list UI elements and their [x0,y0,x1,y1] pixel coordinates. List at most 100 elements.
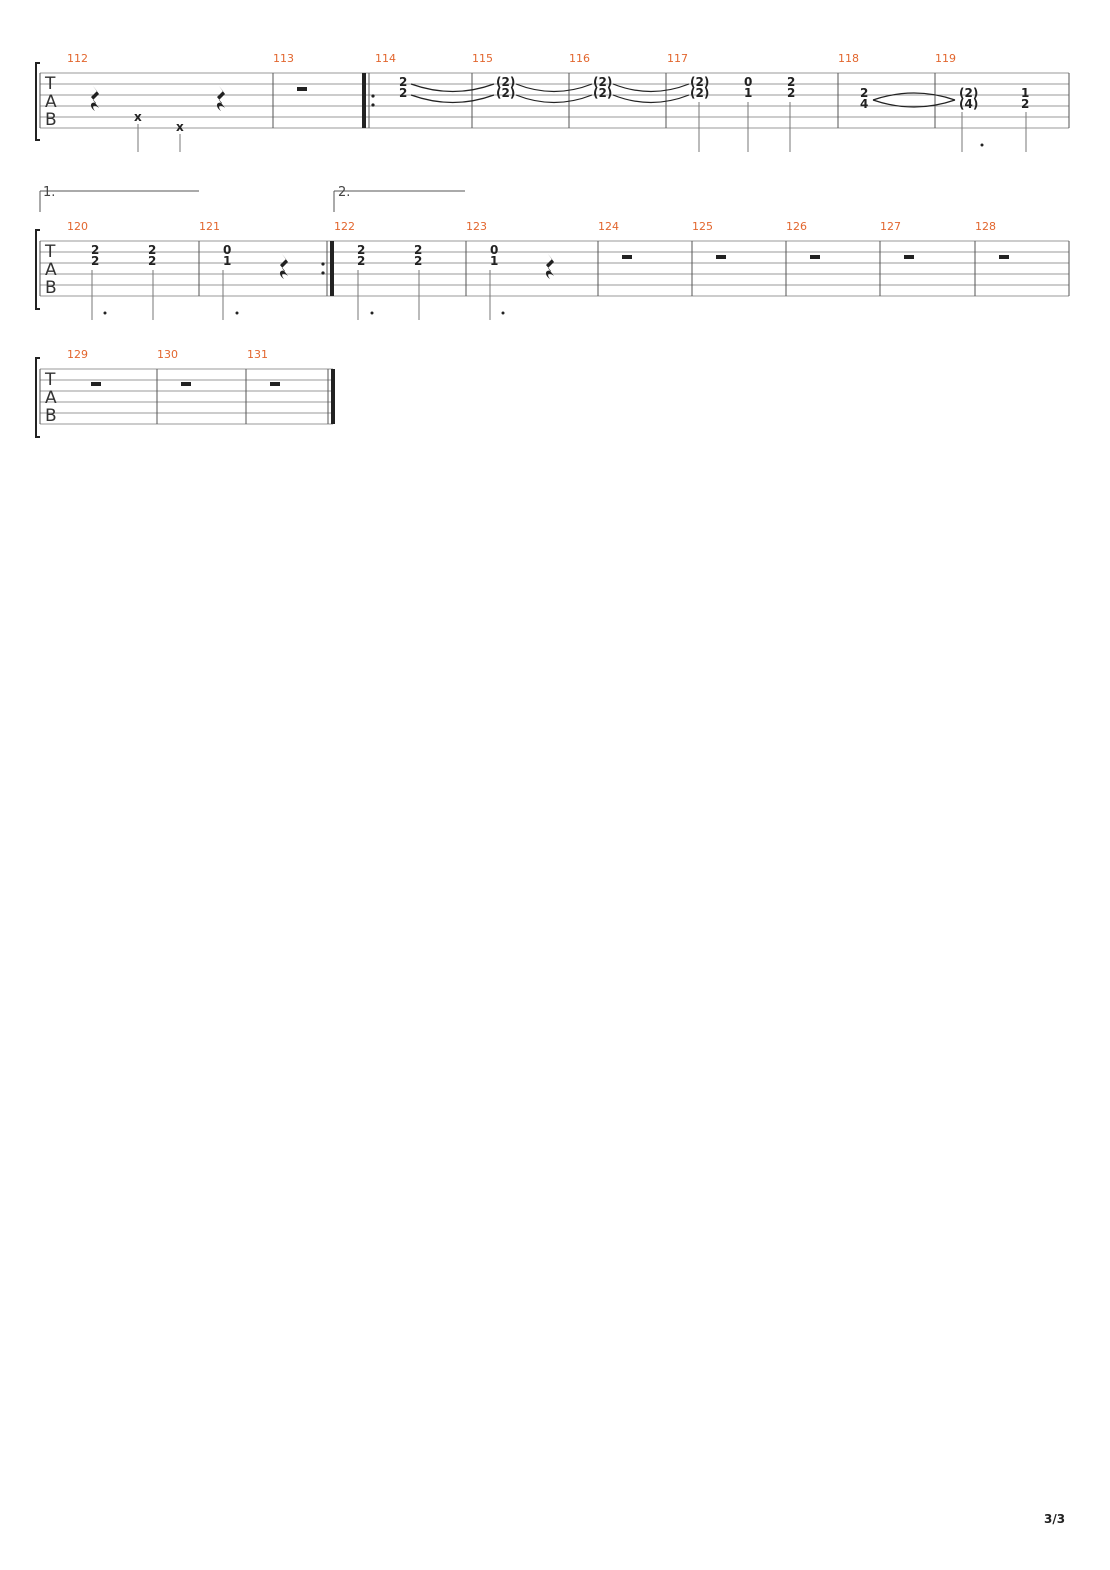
measure-number: 121 [199,220,220,233]
tab-system-1: T A B 112 113 1 1 4 115 116 117 118 119 [35,52,1070,152]
fret-number: 2 [91,254,99,268]
whole-rest [270,382,280,386]
whole-rest [999,255,1009,259]
tab-letter-b: B [45,406,57,426]
fret-number: 1 [490,254,498,268]
tie [410,83,495,93]
fret-number: (2) [593,86,612,100]
fret-number: 2 [1021,97,1029,111]
fret-number: (2) [690,86,709,100]
measure-number: 115 [472,52,493,65]
system-bracket [35,357,40,438]
volta-1: 1. [39,185,199,212]
measure-number: 123 [466,220,487,233]
tab-system-2: 1. 2. T A B [35,185,1070,320]
tab-system-3: T A B 129 130 131 [35,348,335,438]
dot [235,311,239,315]
page-number: 3/3 [1044,1512,1065,1526]
measure-number: 112 [67,52,88,65]
fret-number: 2 [357,243,365,257]
fret-number: 2 [414,254,422,268]
whole-rest [810,255,820,259]
dot [980,143,984,147]
muted-note: x [176,120,184,134]
fret-number: (2) [593,75,612,89]
barlines [39,241,1070,296]
tab-letter-b: B [45,110,57,130]
quarter-rest [279,254,288,279]
staff-lines [40,368,333,425]
system-bracket [35,229,40,310]
fret-number: 2 [787,75,795,89]
measure-number: 129 [67,348,88,361]
whole-rest [91,382,101,386]
ending-label: 2. [338,185,350,200]
tie [872,99,956,108]
whole-rest [297,87,307,91]
measure-number: 127 [880,220,901,233]
fret-number: (4) [959,97,978,111]
tie [515,83,593,93]
quarter-rest [545,254,554,279]
system-bracket [35,62,40,141]
whole-rest [622,255,632,259]
measure-number: 113 [273,52,294,65]
fret-number: 1 [744,86,752,100]
fret-number: 2 [787,86,795,100]
whole-rest [716,255,726,259]
tab-letter-a: A [45,260,57,280]
tab-letter-t: T [44,242,56,262]
measure-number: 119 [935,52,956,65]
measure-number: 122 [334,220,355,233]
fret-number: 2 [399,86,407,100]
fret-number: 1 [1021,86,1029,100]
fret-number: 2 [357,254,365,268]
measure-number: 131 [247,348,268,361]
whole-rest [904,255,914,259]
fret-number: (2) [496,75,515,89]
volta-2: 2. [333,185,465,212]
fret-number: 4 [860,97,868,111]
fret-number: 2 [91,243,99,257]
dot [501,311,505,315]
tab-letter-a: A [45,388,57,408]
fret-number: (2) [959,86,978,100]
repeat-end-barline [321,241,334,296]
final-barline [331,369,335,424]
whole-rest [181,382,191,386]
measure-number: 126 [786,220,807,233]
fret-number: 2 [148,254,156,268]
tie [872,92,956,101]
fret-number: (2) [496,86,515,100]
dot [103,311,107,315]
barlines [39,369,329,424]
tie [612,94,690,104]
ending-label: 1. [43,185,55,200]
staff-lines [40,240,1069,297]
measure-number: 128 [975,220,996,233]
tab-letter-b: B [45,278,57,298]
tab-letter-a: A [45,92,57,112]
measure-number: 130 [157,348,178,361]
fret-number: 0 [490,243,498,257]
quarter-rest [90,86,99,111]
tab-letter-t: T [44,370,56,390]
fret-number: 2 [860,86,868,100]
repeat-start-barline [362,73,375,128]
fret-number: 0 [744,75,752,89]
fret-number: 2 [399,75,407,89]
measure-number: 124 [598,220,619,233]
fret-number: (2) [690,75,709,89]
tab-letter-t: T [44,74,56,94]
measure-number: 116 [569,52,590,65]
fret-number: 2 [148,243,156,257]
measure-number: 117 [667,52,688,65]
measure-number: 120 [67,220,88,233]
dot [370,311,374,315]
quarter-rest [216,86,225,111]
tie [515,94,593,104]
tie [410,94,495,104]
fret-number: 0 [223,243,231,257]
measure-number: 118 [838,52,859,65]
